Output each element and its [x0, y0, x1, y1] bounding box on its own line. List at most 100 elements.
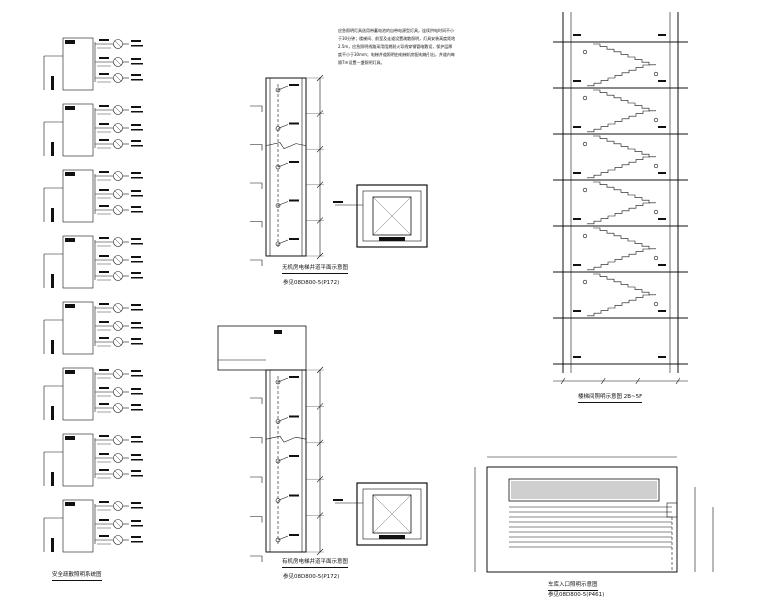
elevator-car-outline	[372, 494, 412, 534]
lamp-symbol	[113, 303, 123, 313]
lamp-cross	[114, 190, 122, 198]
circuit-label-block	[99, 171, 109, 173]
circuit-label-block	[99, 369, 109, 371]
caption-elevator-plan-1: 无机房电梯井道平面示意图	[282, 265, 349, 274]
distribution-panel-outline	[62, 103, 94, 157]
stair-flight	[593, 43, 656, 66]
stair-lamp-symbol	[653, 117, 659, 123]
control-box-outline	[666, 502, 678, 518]
stair-flight	[587, 110, 650, 133]
door-opening	[379, 535, 405, 539]
stair-section-drawing	[553, 12, 688, 385]
lamp-leader	[277, 377, 289, 383]
circuit-label-block	[99, 469, 109, 471]
dimension-tick	[560, 377, 566, 385]
panel-label-block	[65, 106, 75, 110]
distribution-panel-outline	[62, 367, 94, 421]
shaft-outline	[265, 369, 307, 553]
stair-lamp-symbol	[582, 187, 588, 193]
lamp-tag-block	[289, 455, 299, 457]
door-box-outline	[508, 478, 660, 502]
lamp-tag-block	[289, 494, 299, 497]
floor-tag-block	[573, 264, 581, 266]
panel-label-block	[65, 172, 75, 176]
caption-stair-section: 楼梯间照明示意图 2B~5F	[578, 394, 643, 403]
load-label-block	[131, 190, 141, 192]
lamp-leader	[277, 201, 289, 206]
stair-flight	[587, 294, 650, 317]
lamp-tag-block	[289, 199, 299, 202]
lamp-tag-block	[289, 161, 299, 163]
panel-label-block	[65, 502, 75, 506]
circuit-label-block	[99, 139, 109, 141]
elevator-car-outline	[372, 196, 412, 236]
lamp-leader	[277, 162, 289, 168]
floor-tag-block	[573, 218, 581, 220]
floor-tag-block	[573, 310, 581, 312]
lamp-symbol	[113, 205, 123, 215]
stair-lamp-symbol	[582, 279, 588, 285]
floor-tag-block	[658, 356, 666, 358]
load-label-block	[131, 343, 143, 345]
caption-system-diagram: 安全疏散照明系统图	[52, 572, 102, 581]
lamp-symbol	[113, 403, 123, 413]
load-label-block	[131, 261, 143, 263]
load-label-block	[131, 238, 141, 240]
lamp-cross	[114, 74, 122, 82]
lamp-symbol	[113, 321, 123, 331]
feeder-tag-block	[51, 208, 54, 222]
lamp-symbol	[113, 139, 123, 149]
panel-label-block	[65, 40, 75, 44]
shaft-outline	[265, 77, 307, 257]
general-note-text: 应急照明灯具选用带蓄电池的自带电源型灯具，连续供电时间不小于30分钟；楼梯间、前…	[338, 28, 456, 65]
lamp-leader	[277, 85, 289, 91]
elevator-shaft-section-1	[250, 74, 324, 266]
caption-garage-section: 车库入口照明示意图	[548, 582, 598, 591]
stair-flight	[587, 156, 650, 179]
lamp-leader	[277, 417, 289, 422]
load-label-block	[131, 393, 143, 395]
shaft-lamp-symbol	[275, 164, 281, 170]
circuit-label-block	[99, 105, 109, 107]
load-label-block	[131, 409, 143, 411]
lamp-cross	[114, 536, 122, 544]
load-label-block	[131, 63, 143, 65]
load-label-block	[131, 322, 141, 324]
lamp-cross	[114, 322, 122, 330]
plan-tag-block	[333, 201, 343, 203]
lamp-cross	[114, 238, 122, 246]
garage-opening-outline	[486, 466, 678, 573]
feeder-tag-block	[51, 142, 54, 156]
feeder-tag-block	[51, 340, 54, 354]
lamp-cross	[114, 106, 122, 114]
distribution-panel-outline	[62, 169, 94, 223]
floor-tag-block	[658, 172, 666, 174]
shaft-lamp-symbol	[275, 241, 281, 247]
stair-flight	[587, 64, 650, 87]
shaft-lamp-symbol	[275, 126, 281, 131]
lamp-symbol	[113, 271, 123, 281]
car-diagonal	[372, 494, 412, 534]
circuit-label-block	[99, 519, 109, 521]
load-label-block	[131, 74, 141, 76]
lamp-cross	[114, 40, 122, 48]
floor-slab-marker	[250, 476, 263, 483]
load-label-block	[131, 375, 143, 377]
floor-slab-marker	[250, 144, 263, 151]
load-label-block	[131, 106, 141, 108]
shaft-lamp-symbol	[275, 379, 281, 385]
lamp-cross	[114, 370, 122, 378]
lamp-symbol	[113, 57, 123, 67]
plan-tag-block	[333, 499, 343, 501]
stair-lamp-symbol	[653, 255, 659, 261]
caption-elevator-reference-1: 参见08D800-5(P172)	[283, 280, 340, 286]
feeder-tag-block	[51, 406, 54, 420]
elevator-shaft-plan-1	[333, 184, 428, 248]
lamp-symbol	[113, 39, 123, 49]
panel-label-block	[65, 436, 75, 440]
door-box-hatch	[511, 481, 657, 499]
circuit-label-block	[99, 39, 109, 41]
lamp-symbol	[113, 469, 123, 479]
circuit-label-block	[99, 321, 109, 323]
